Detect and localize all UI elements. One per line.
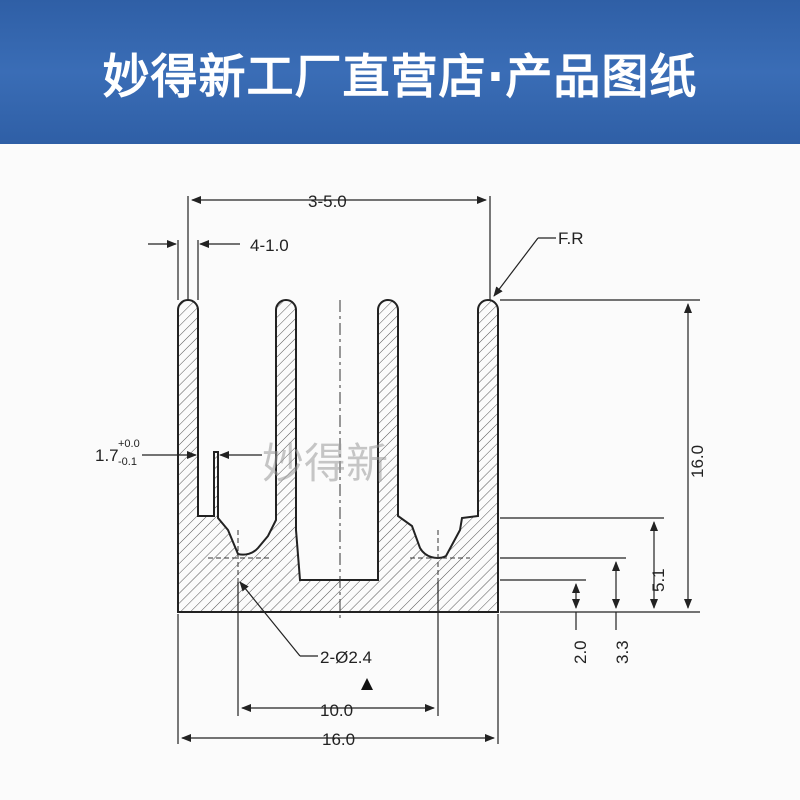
dim-hole-spacing	[237, 582, 439, 716]
header-banner: 妙得新工厂直营店·产品图纸	[0, 0, 800, 144]
dim-top-pitch	[187, 196, 491, 300]
label-fin-thickness: 4-1.0	[250, 236, 289, 255]
dim-fin-radius	[493, 237, 556, 297]
label-holes: 2-Ø2.4	[320, 648, 372, 667]
label-top-pitch: 3-5.0	[308, 192, 347, 211]
label-total-width: 16.0	[322, 730, 355, 749]
hole-center-marks	[208, 530, 470, 582]
watermark: 妙得新	[262, 439, 388, 488]
label-slot-width: 1.7	[95, 446, 119, 465]
dim-right	[500, 299, 700, 630]
label-groove-height: 5.1	[649, 568, 668, 592]
label-base-thickness: 2.0	[571, 640, 590, 664]
dim-holes	[239, 581, 318, 657]
heatsink-profile	[177, 299, 499, 613]
datum-triangle-icon	[361, 678, 373, 690]
label-total-height: 16.0	[688, 445, 707, 478]
label-slot-tol-upper: +0.0	[118, 438, 140, 450]
label-hole-spacing: 10.0	[320, 701, 353, 720]
label-fin-radius: F.R	[558, 229, 584, 248]
dim-fin-thickness	[148, 240, 240, 300]
label-hole-center-height: 3.3	[613, 640, 632, 664]
label-slot-tol-lower: -0.1	[118, 456, 137, 468]
heatsink-drawing: 3-5.0 4-1.0 F.R 1.7 +0.0 -0.1	[95, 192, 707, 749]
banner-title: 妙得新工厂直营店·产品图纸	[102, 49, 698, 105]
dim-total-width	[177, 614, 499, 744]
